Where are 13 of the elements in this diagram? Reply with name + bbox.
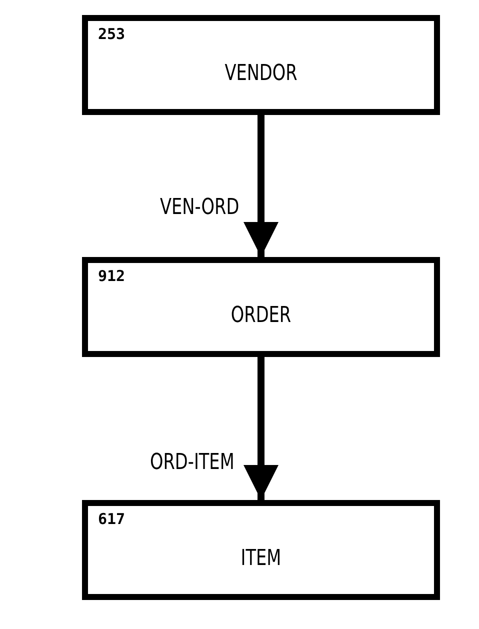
record-count: 253 — [98, 25, 126, 43]
arrow — [244, 357, 278, 500]
edge-label: VEN-ORD — [160, 195, 240, 220]
entity-box — [82, 500, 440, 600]
entity-name: ITEM — [240, 546, 282, 571]
record-count: 617 — [98, 510, 126, 528]
entity-name: ORDER — [230, 303, 292, 328]
record-count: 912 — [98, 267, 126, 285]
entity-box — [82, 257, 440, 357]
arrow — [244, 115, 278, 257]
entity-name: VENDOR — [224, 61, 298, 86]
entity-box — [82, 15, 440, 115]
edge-label: ORD-ITEM — [150, 450, 234, 475]
